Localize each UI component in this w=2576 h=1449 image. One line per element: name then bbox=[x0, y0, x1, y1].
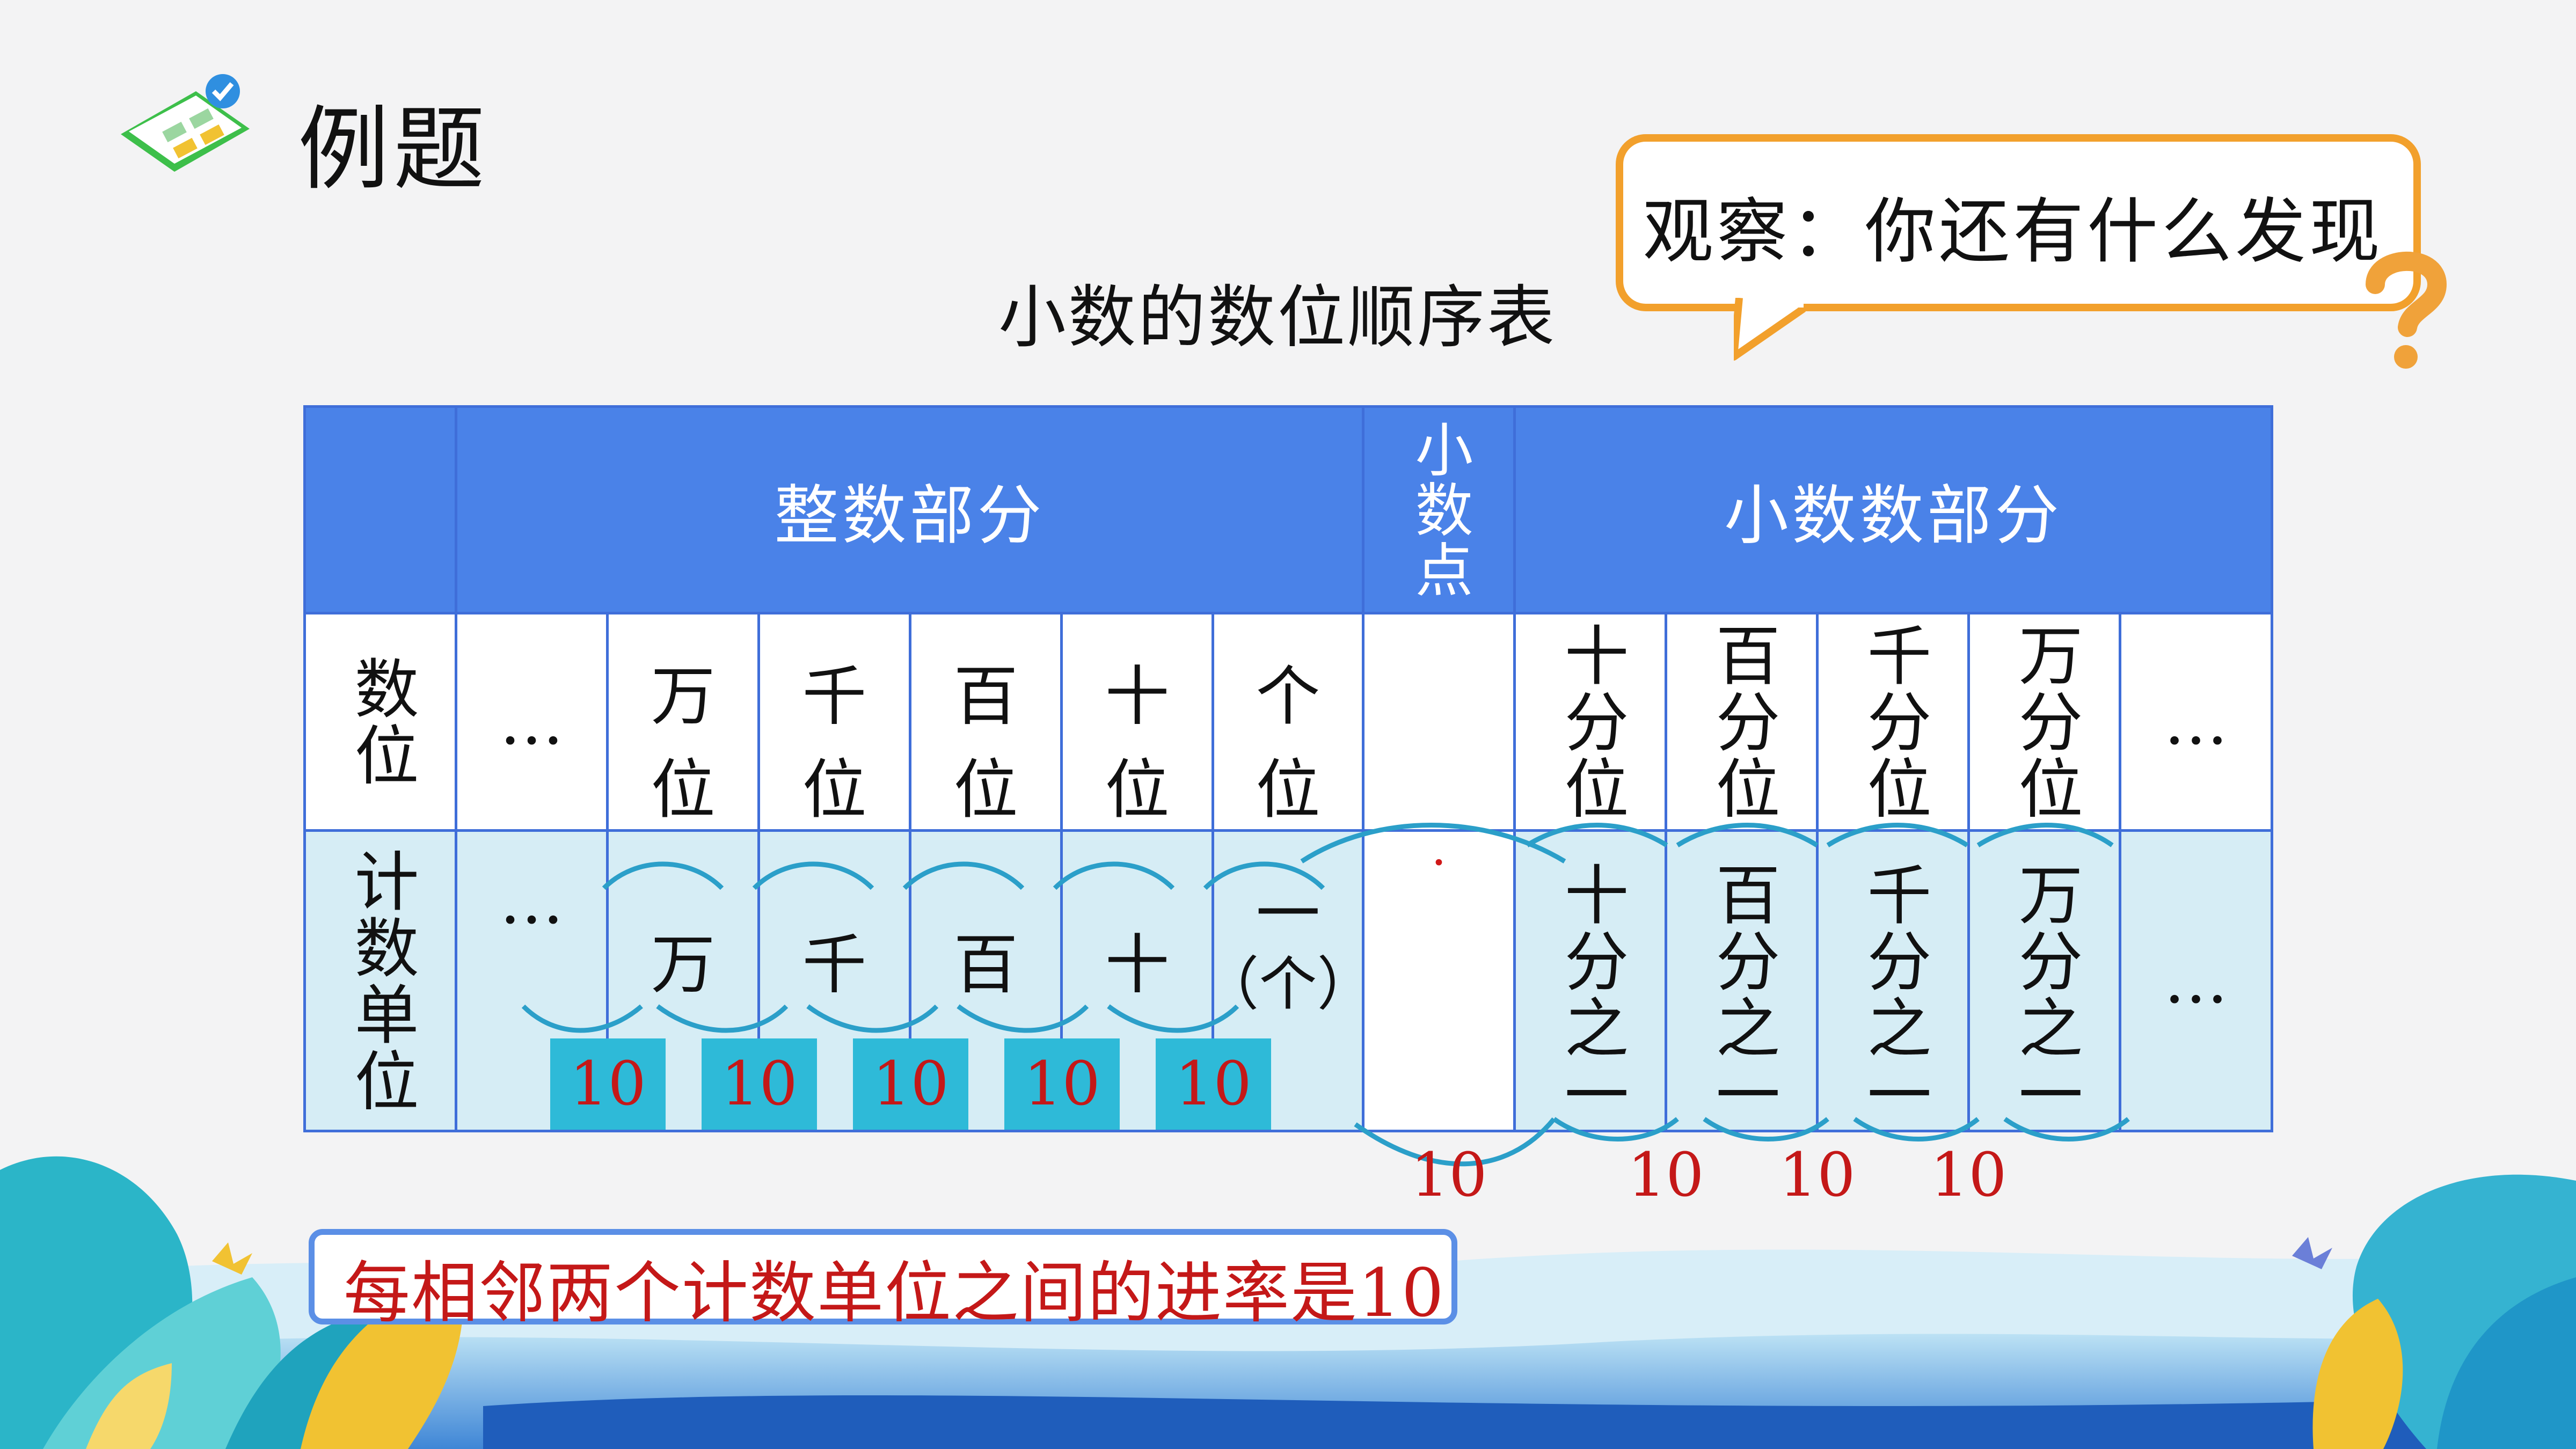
decimal-unit-text: 千分之一 bbox=[1856, 861, 1931, 1128]
page-title: 例题 bbox=[298, 97, 490, 203]
rate-box: 10 bbox=[550, 1038, 666, 1130]
unit-ellipsis-right: … bbox=[2119, 829, 2273, 1132]
decimal-place-text: 万分位 bbox=[2007, 622, 2082, 822]
unit-tenths: 十分之一 bbox=[1513, 829, 1667, 1132]
unit-hundredths: 百分之一 bbox=[1665, 829, 1819, 1132]
unit-ge: 一 （个） bbox=[1201, 829, 1375, 1132]
unit-one-top: 一 bbox=[1256, 877, 1320, 952]
decimal-place-text: 千分位 bbox=[1856, 622, 1931, 822]
unit-one-bottom: （个） bbox=[1201, 951, 1375, 1018]
rule-box bbox=[309, 1229, 1457, 1324]
place-top: 十 bbox=[1105, 660, 1170, 734]
checklist-icon bbox=[121, 74, 250, 172]
row-label-place-text: 数位 bbox=[343, 655, 418, 788]
rate-label: 10 bbox=[1411, 1140, 1487, 1210]
place-wan: 万位 bbox=[606, 612, 760, 832]
unit-ten-thousandths: 万分之一 bbox=[1967, 829, 2121, 1132]
place-ellipsis-left: … bbox=[455, 612, 609, 832]
place-thousandths: 千分位 bbox=[1816, 612, 1970, 832]
rule-text: 每相邻两个计数单位之间的进率是10 bbox=[344, 1255, 1445, 1332]
place-point-empty bbox=[1362, 612, 1516, 832]
header-decimal-point-text: 小数点 bbox=[1405, 420, 1473, 600]
question-mark-icon bbox=[2366, 251, 2447, 369]
place-qian: 千位 bbox=[757, 612, 911, 832]
rate-label: 10 bbox=[1628, 1140, 1704, 1210]
decimal-point-dot: · bbox=[1431, 835, 1447, 891]
unit-point-cell: · bbox=[1362, 829, 1516, 1132]
place-top: 千 bbox=[802, 660, 867, 734]
rate-box: 10 bbox=[1004, 1038, 1120, 1130]
place-top: 百 bbox=[953, 660, 1018, 734]
place-bai: 百位 bbox=[909, 612, 1063, 832]
decimal-unit-text: 万分之一 bbox=[2007, 861, 2082, 1128]
rate-box: 10 bbox=[853, 1038, 968, 1130]
decimal-place-value-table: 整数部分 小数点 小数数部分 数位 … 万位 千位 百位 十位 个位 十分位 百… bbox=[303, 405, 2273, 1167]
header-integer-part: 整数部分 bbox=[455, 405, 1364, 614]
rate-label: 10 bbox=[1930, 1140, 2007, 1210]
rate-box: 10 bbox=[702, 1038, 817, 1130]
header-decimal-point: 小数点 bbox=[1362, 405, 1516, 614]
place-bottom: 位 bbox=[802, 753, 867, 828]
place-top: 万 bbox=[651, 660, 716, 734]
place-ellipsis-right: … bbox=[2119, 612, 2273, 832]
place-bottom: 位 bbox=[1105, 753, 1170, 828]
decimal-place-text: 百分位 bbox=[1704, 622, 1779, 822]
bubble-tail bbox=[1734, 298, 1806, 361]
rate-label: 10 bbox=[1779, 1140, 1856, 1210]
rate-arrows bbox=[521, 823, 2130, 1167]
place-bottom: 位 bbox=[1256, 753, 1320, 828]
place-bottom: 位 bbox=[651, 753, 716, 828]
place-ge: 个位 bbox=[1212, 612, 1364, 832]
row-label-unit-text: 计数单位 bbox=[343, 847, 418, 1114]
row-label-unit: 计数单位 bbox=[303, 829, 457, 1132]
table-caption: 小数的数位顺序表 bbox=[998, 278, 1557, 357]
unit-thousandths: 千分之一 bbox=[1816, 829, 1970, 1132]
place-tenths: 十分位 bbox=[1513, 612, 1667, 832]
place-top: 个 bbox=[1256, 660, 1320, 734]
decimal-unit-text: 百分之一 bbox=[1704, 861, 1779, 1128]
rate-box: 10 bbox=[1156, 1038, 1271, 1130]
header-decimal-part: 小数数部分 bbox=[1513, 405, 2273, 614]
decimal-place-text: 十分位 bbox=[1553, 622, 1628, 822]
speech-bubble bbox=[1616, 134, 2421, 311]
bubble-text: 观察：你还有什么发现 bbox=[1643, 191, 2383, 273]
place-bottom: 位 bbox=[953, 753, 1018, 828]
decimal-unit-text: 十分之一 bbox=[1553, 861, 1628, 1128]
place-ten-thousandths: 万分位 bbox=[1967, 612, 2121, 832]
